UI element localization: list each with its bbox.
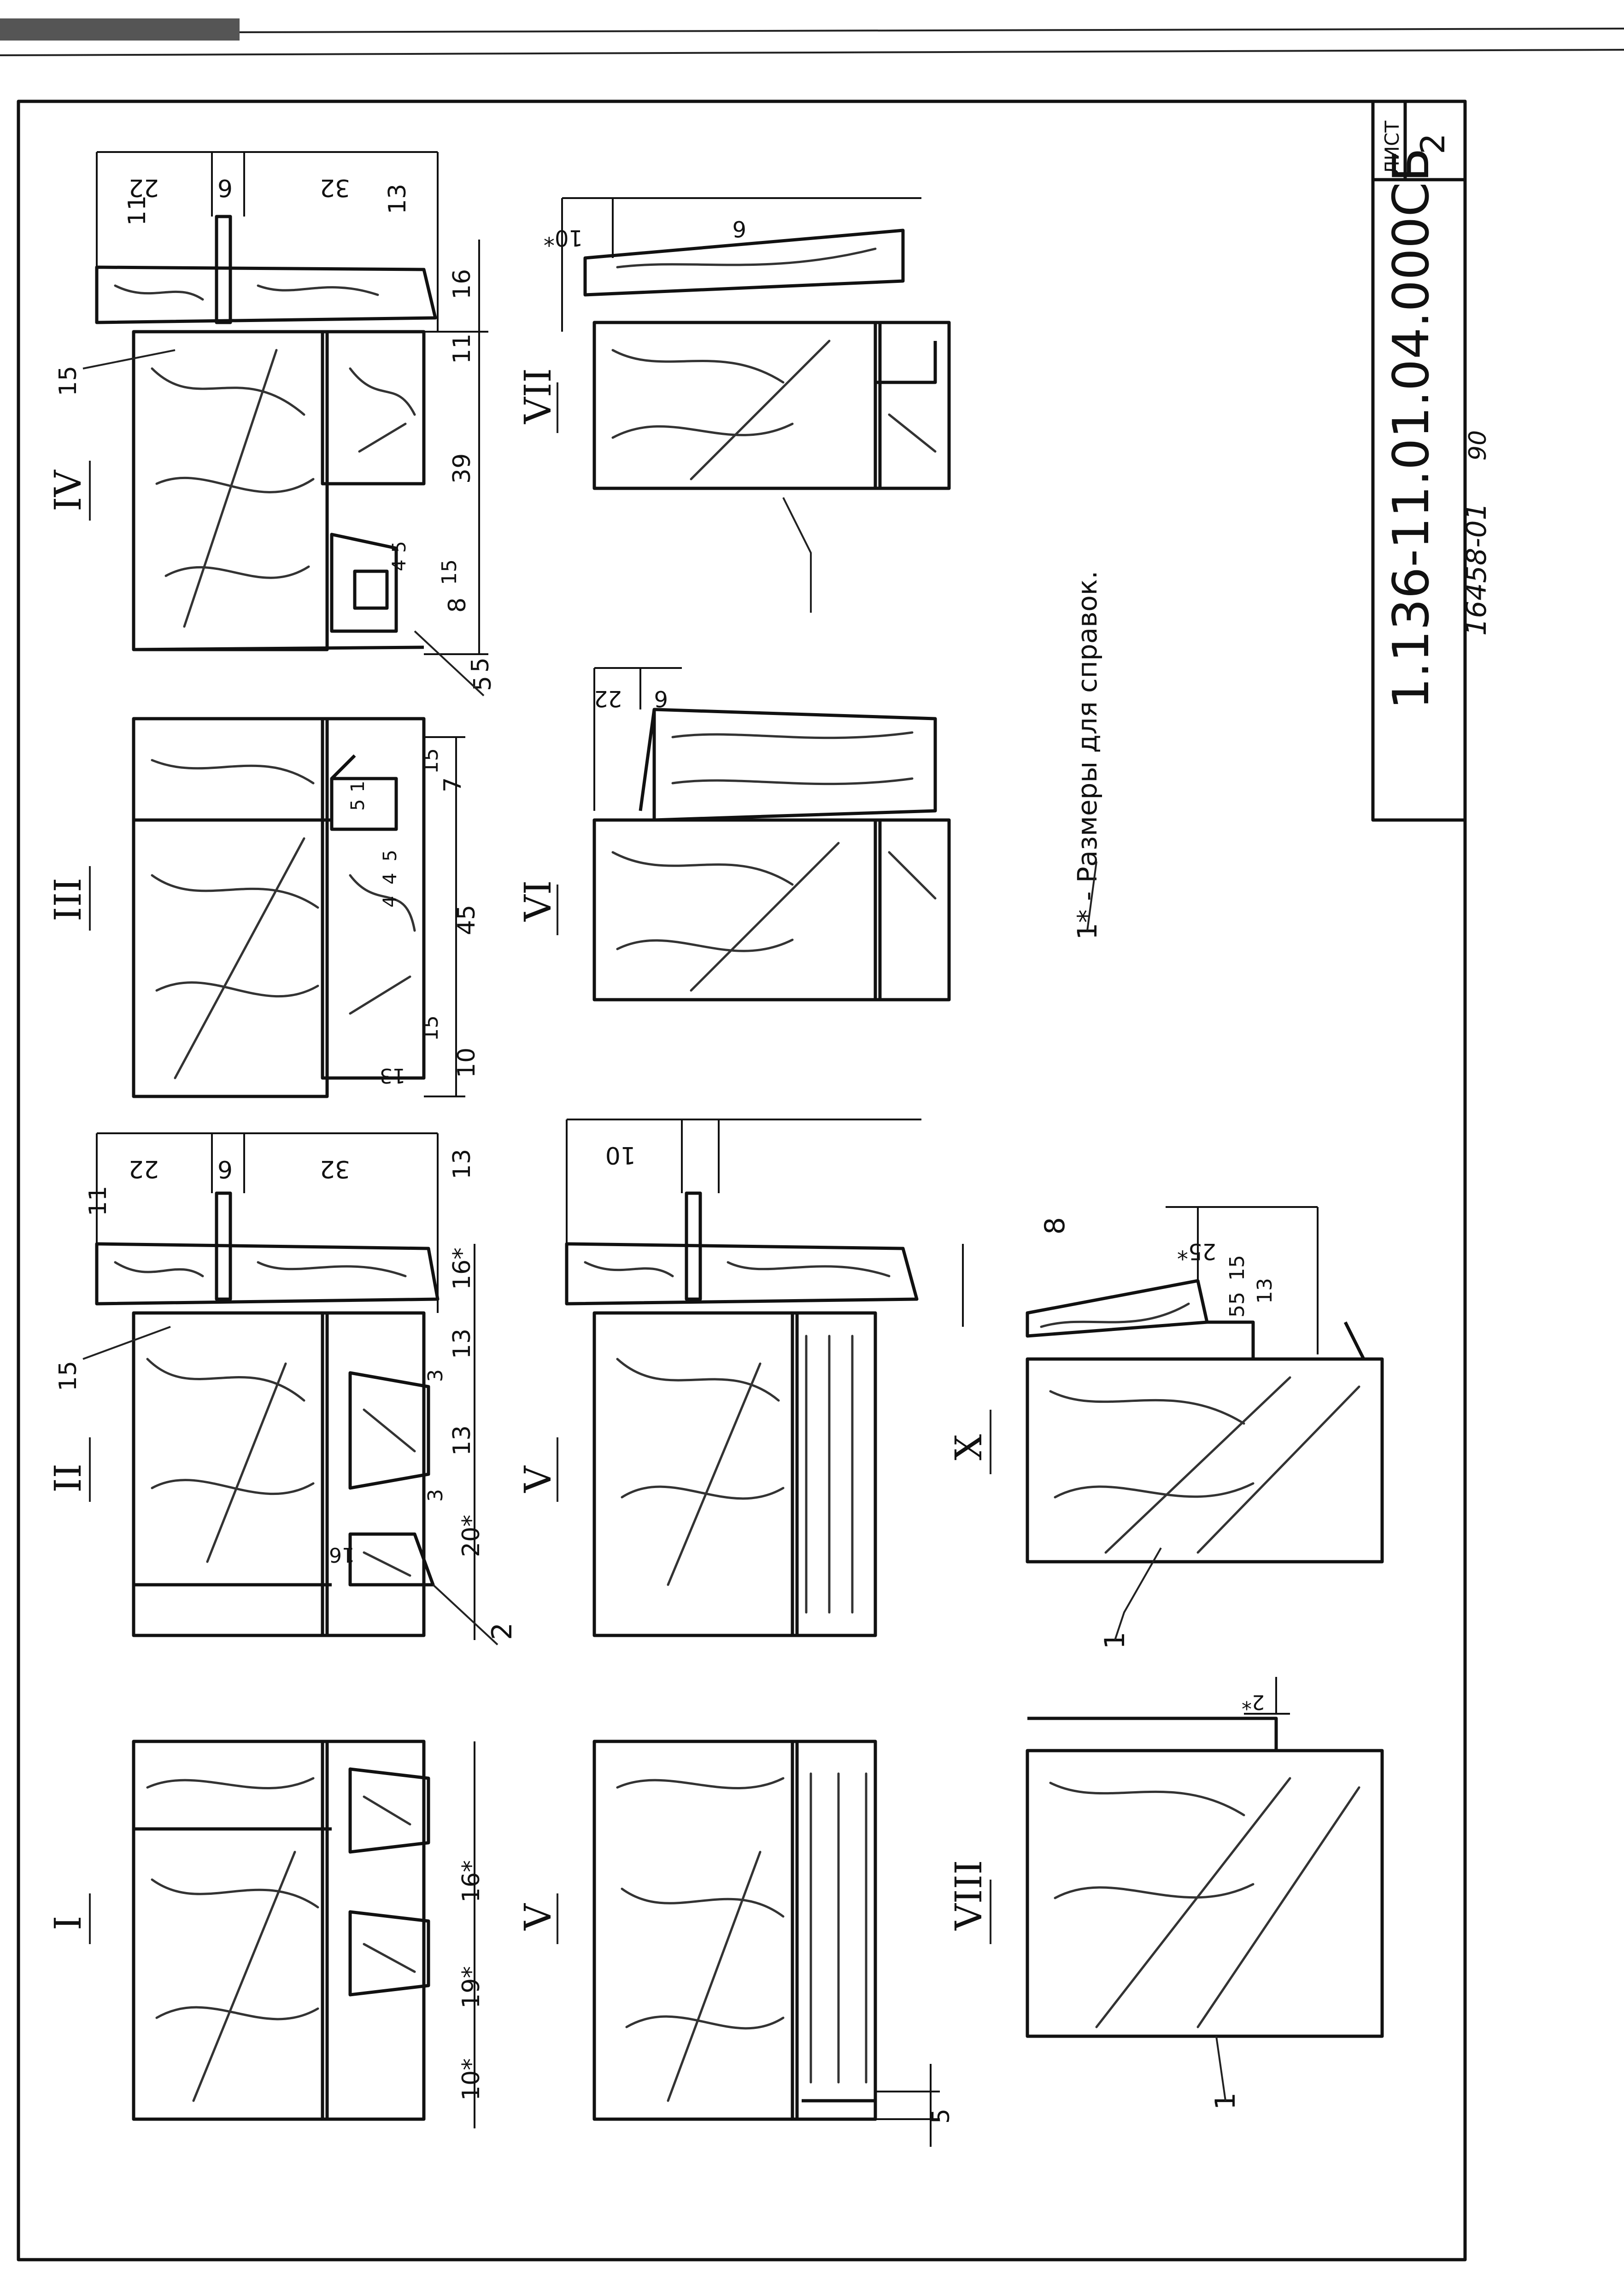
dim-VII-6: 6	[654, 686, 668, 711]
dim-III-1: 5	[347, 799, 369, 811]
section-IX: 10* 6 VII	[516, 197, 951, 613]
dim-II-13a: 13	[448, 1329, 476, 1359]
dim-IV-6: 6	[217, 174, 233, 201]
dim-IV-5: 5	[467, 657, 494, 673]
section-IX-label: VII	[516, 368, 559, 424]
dim-III-5b: 4	[380, 873, 401, 885]
dim-III-15a: 15	[419, 748, 443, 774]
archive-extra: 90	[1464, 430, 1492, 461]
callout-X-8: 8	[1039, 1217, 1071, 1235]
title-strip-box	[1371, 100, 1467, 822]
dim-III-7: 7	[439, 777, 467, 792]
dim-II-3b: 3	[424, 1489, 447, 1502]
dim-X-25star: 25*	[1177, 1238, 1216, 1264]
section-II-label: II	[47, 1464, 89, 1493]
dim-IV-4a: 4	[389, 560, 410, 571]
dim-II-16: 16	[329, 1543, 355, 1566]
section-VI-label: V	[516, 1465, 559, 1493]
section-I: 16* 19* 10* I	[47, 1740, 485, 2128]
callout-IV-13: 13	[384, 184, 411, 214]
dim-IX-55: 6	[732, 216, 746, 241]
dim-VI-22: 10	[605, 1141, 636, 1169]
note-leader	[1086, 861, 1097, 931]
dim-III-4b: 4	[380, 896, 401, 908]
dim-II-3a: 3	[424, 1369, 447, 1382]
section-VIII: 2* VIII 1	[947, 1677, 1384, 2110]
drawing-frame	[17, 100, 1467, 2262]
scan-top-edge	[0, 18, 1624, 56]
dim-X-15: 15	[1225, 1255, 1249, 1281]
section-X-label: X	[947, 1434, 990, 1460]
dim-V-10: 5	[927, 2109, 955, 2124]
dim-VIII-2star: 2*	[1242, 1690, 1265, 1714]
callout-IV-5: 5	[469, 676, 497, 691]
dim-IV-11: 11	[448, 334, 476, 364]
dim-X-13: 13	[1253, 1278, 1277, 1304]
dim-III-15: 15	[419, 1015, 443, 1041]
callout-II-2: 2	[486, 1623, 518, 1640]
callout-II-11: 11	[84, 1186, 112, 1216]
dim-IV-39: 39	[448, 453, 476, 484]
section-VIII-label: VIII	[947, 1860, 990, 1931]
document-code: 1.136-11.01.04.000СБ	[1383, 148, 1440, 709]
section-V-label: V	[516, 1903, 559, 1931]
callout-IV-15: 15	[54, 366, 82, 396]
dim-IV-32: 32	[320, 174, 350, 201]
dim-II-20star: 20*	[457, 1515, 485, 1557]
dim-IV-5a: 5	[389, 541, 410, 553]
section-II: 22 6 32 16* 13 3 13 3 16 20* II 15 11 13…	[47, 1132, 518, 1646]
dim-VII-10star: 22	[594, 686, 622, 711]
section-VI: 10 V	[516, 1119, 964, 1637]
callout-IV-11: 11	[123, 195, 151, 226]
dim-II-6: 6	[217, 1155, 233, 1183]
callout-X-1: 1	[1099, 1632, 1131, 1649]
sheet-number: 2	[1413, 133, 1452, 154]
section-I-label: I	[47, 1916, 89, 1930]
section-V: 5 V	[516, 1740, 955, 2147]
section-X: 8 55 15 13 25* X 1	[947, 1206, 1384, 1649]
dim-III-13: 13	[380, 1064, 405, 1087]
dim-II-13b: 13	[448, 1425, 476, 1456]
callout-II-13: 13	[448, 1149, 476, 1179]
dim-I-10star: 10*	[457, 2058, 485, 2101]
dim-II-16star: 16*	[448, 1248, 476, 1290]
sheet-label: ЛИСТ	[1381, 121, 1403, 175]
section-III: 1 5 7 15 5 4 4 45 15 13 10 III	[47, 717, 481, 1098]
callout-II-15: 15	[54, 1361, 82, 1391]
dim-IV-22: 22	[129, 174, 159, 201]
dim-III-45: 45	[453, 905, 481, 935]
section-IV: 22 6 32 16 11 39 5 4 15 8 5 IV 15 11 13 …	[47, 151, 497, 697]
dim-IX-5a: 10*	[544, 225, 583, 251]
dim-IV-16: 16	[448, 269, 476, 299]
dim-III-5: 1	[347, 781, 369, 792]
section-VII: 22 6 VI	[516, 667, 951, 1002]
dim-IV-8: 8	[444, 598, 471, 613]
dim-III-4a: 5	[380, 850, 401, 861]
dim-I-19star: 19*	[457, 1966, 485, 2009]
section-III-label: III	[47, 878, 89, 921]
dim-I-16star: 16*	[457, 1860, 485, 1903]
dim-III-10: 10	[453, 1048, 481, 1078]
dim-IV-15: 15	[438, 559, 461, 585]
section-VII-label: VI	[516, 880, 559, 922]
section-IV-label: IV	[47, 469, 89, 511]
note-text: 1* - Размеры для справок.	[1072, 571, 1103, 940]
dim-X-55: 55	[1225, 1292, 1249, 1318]
dim-II-32: 32	[320, 1155, 350, 1183]
dim-II-22: 22	[129, 1155, 159, 1183]
archive-number: 16458-01	[1460, 503, 1493, 636]
